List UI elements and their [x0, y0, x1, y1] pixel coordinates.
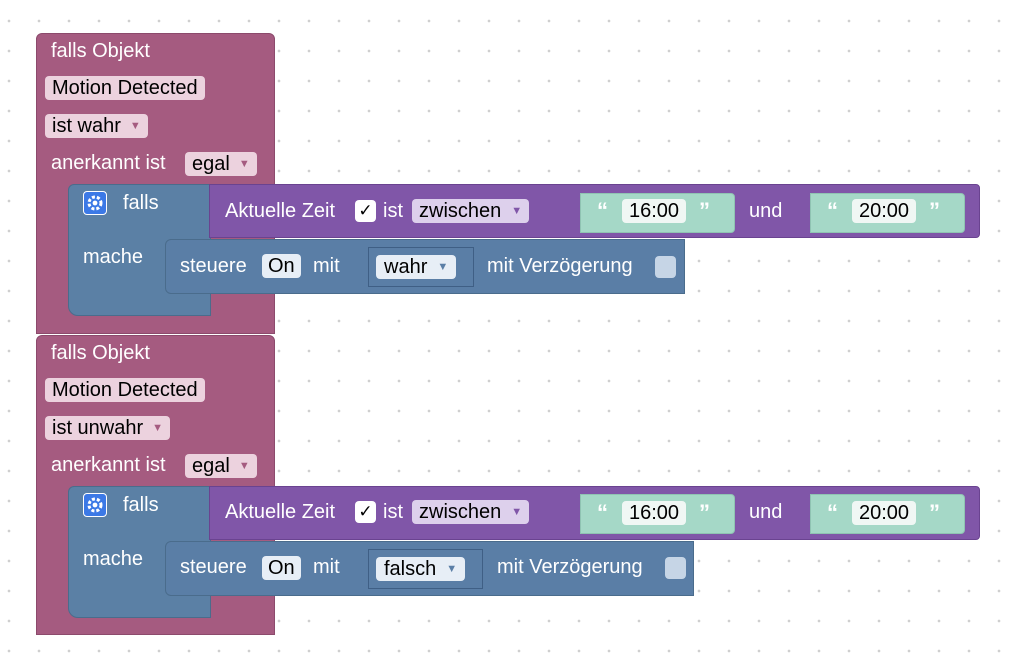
- time-label: Aktuelle Zeit: [225, 501, 336, 523]
- time-from-value[interactable]: 16:00: [622, 199, 687, 223]
- quote-open-icon: “: [597, 198, 608, 223]
- quote-close-icon: ”: [929, 198, 940, 223]
- operator-dropdown[interactable]: zwischen ▼: [412, 199, 530, 223]
- condition-dropdown[interactable]: ist wahr ▼: [45, 114, 148, 138]
- condition-dropdown[interactable]: ist unwahr ▼: [45, 416, 171, 440]
- event-block-label: falls Objekt: [51, 342, 150, 364]
- bool-value: falsch: [384, 558, 437, 580]
- chevron-down-icon: ▼: [238, 460, 250, 472]
- do-label: mache: [83, 246, 144, 268]
- condition-value: ist unwahr: [52, 417, 144, 439]
- time-from-value[interactable]: 16:00: [622, 501, 687, 525]
- chevron-down-icon: ▼: [437, 261, 449, 273]
- control-label: steuere: [180, 255, 247, 277]
- ack-label: anerkannt ist: [51, 454, 166, 476]
- object-field[interactable]: Motion Detected: [45, 378, 205, 402]
- event-block-footer: [36, 318, 275, 334]
- quote-open-icon: “: [827, 198, 838, 223]
- quote-close-icon: ”: [699, 500, 710, 525]
- bool-dropdown[interactable]: wahr ▼: [376, 255, 457, 279]
- bool-dropdown[interactable]: falsch ▼: [376, 557, 466, 581]
- quote-close-icon: ”: [929, 500, 940, 525]
- delay-label: mit Verzögerung: [487, 255, 633, 277]
- time-to-value[interactable]: 20:00: [852, 501, 917, 525]
- if-label: falls: [123, 494, 159, 516]
- event-block-footer: [36, 619, 275, 635]
- chevron-down-icon: ▼: [511, 506, 523, 518]
- gear-icon[interactable]: [83, 191, 107, 215]
- and-label: und: [749, 501, 783, 523]
- chevron-down-icon: ▼: [152, 422, 164, 434]
- ack-dropdown[interactable]: egal ▼: [185, 454, 257, 478]
- do-label: mache: [83, 548, 144, 570]
- ack-label: anerkannt ist: [51, 152, 166, 174]
- chevron-down-icon: ▼: [446, 563, 458, 575]
- operator-dropdown[interactable]: zwischen ▼: [412, 500, 530, 524]
- if-label: falls: [123, 192, 159, 214]
- gear-icon-svg: [87, 195, 103, 211]
- ack-value: egal: [192, 153, 230, 175]
- time-ist-label: ist: [383, 200, 403, 222]
- delay-checkbox[interactable]: [665, 557, 686, 579]
- delay-checkbox[interactable]: [655, 256, 676, 278]
- event-block-label: falls Objekt: [51, 40, 150, 62]
- quote-open-icon: “: [827, 500, 838, 525]
- state-field[interactable]: On: [262, 556, 301, 580]
- time-checkbox[interactable]: ✓: [355, 501, 376, 523]
- operator-value: zwischen: [419, 200, 502, 222]
- chevron-down-icon: ▼: [511, 205, 523, 217]
- time-checkbox[interactable]: ✓: [355, 200, 376, 222]
- object-field[interactable]: Motion Detected: [45, 76, 205, 100]
- condition-value: ist wahr: [52, 115, 121, 137]
- quote-open-icon: “: [597, 500, 608, 525]
- and-label: und: [749, 200, 783, 222]
- time-to-value[interactable]: 20:00: [852, 199, 917, 223]
- state-field[interactable]: On: [262, 254, 301, 278]
- mit-label: mit: [313, 556, 340, 578]
- operator-value: zwischen: [419, 501, 502, 523]
- chevron-down-icon: ▼: [238, 158, 250, 170]
- time-ist-label: ist: [383, 501, 403, 523]
- gear-icon[interactable]: [83, 493, 107, 517]
- quote-close-icon: ”: [699, 198, 710, 223]
- string-block-from[interactable]: [580, 494, 735, 534]
- chevron-down-icon: ▼: [129, 120, 141, 132]
- delay-label: mit Verzögerung: [497, 556, 643, 578]
- time-label: Aktuelle Zeit: [225, 200, 336, 222]
- mit-label: mit: [313, 255, 340, 277]
- ack-value: egal: [192, 455, 230, 477]
- gear-icon-svg: [87, 497, 103, 513]
- bool-value: wahr: [384, 256, 428, 278]
- control-label: steuere: [180, 556, 247, 578]
- ack-dropdown[interactable]: egal ▼: [185, 152, 257, 176]
